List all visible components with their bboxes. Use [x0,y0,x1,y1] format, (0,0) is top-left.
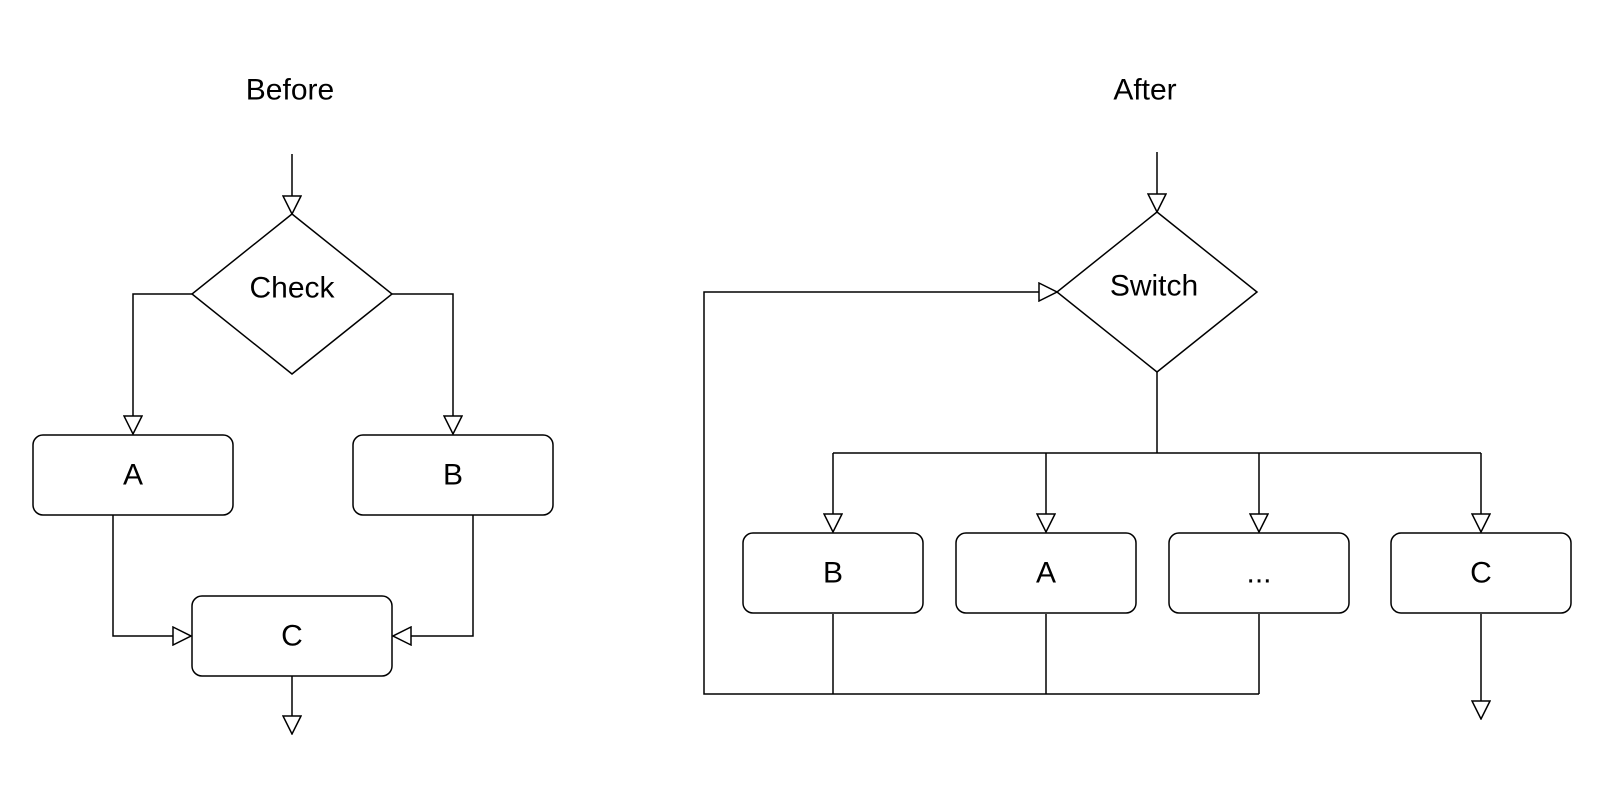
before-title: Before [246,74,334,107]
before-decision-label: Check [249,272,335,305]
after-box-ellipsis-label: ... [1246,557,1271,590]
after-box-a: A [955,532,1137,614]
before-check-to-a-edge [133,293,192,434]
before-box-a: A [32,434,234,516]
after-loop-back-edge [703,292,1259,695]
before-box-c: C [191,595,393,677]
before-check-to-b-edge [392,293,453,434]
after-box-c-label: C [1470,557,1492,590]
before-box-b: B [352,434,554,516]
after-panel: After Switch B A [703,74,1572,720]
before-box-a-label: A [123,459,143,492]
before-b-to-c-edge [393,515,474,636]
after-title: After [1113,74,1176,107]
before-box-b-label: B [443,459,463,492]
before-decision-shape [190,213,394,375]
after-box-b-shape [742,532,924,614]
after-decision-node: Switch [1055,211,1259,373]
before-box-b-shape [352,434,554,516]
after-box-b-label: B [823,557,843,590]
after-box-c: C [1390,532,1572,614]
after-box-b: B [742,532,924,614]
before-box-c-shape [191,595,393,677]
after-decision-label: Switch [1110,270,1198,303]
after-box-ellipsis-shape [1168,532,1350,614]
before-panel: Before Check A B C [32,74,554,735]
after-box-c-shape [1390,532,1572,614]
before-box-c-label: C [281,620,303,653]
before-a-to-c-edge [112,515,191,636]
after-box-a-shape [955,532,1137,614]
after-decision-shape [1055,211,1259,373]
before-decision-node: Check [190,213,394,375]
after-box-a-label: A [1036,557,1056,590]
after-box-ellipsis: ... [1168,532,1350,614]
before-box-a-shape [32,434,234,516]
